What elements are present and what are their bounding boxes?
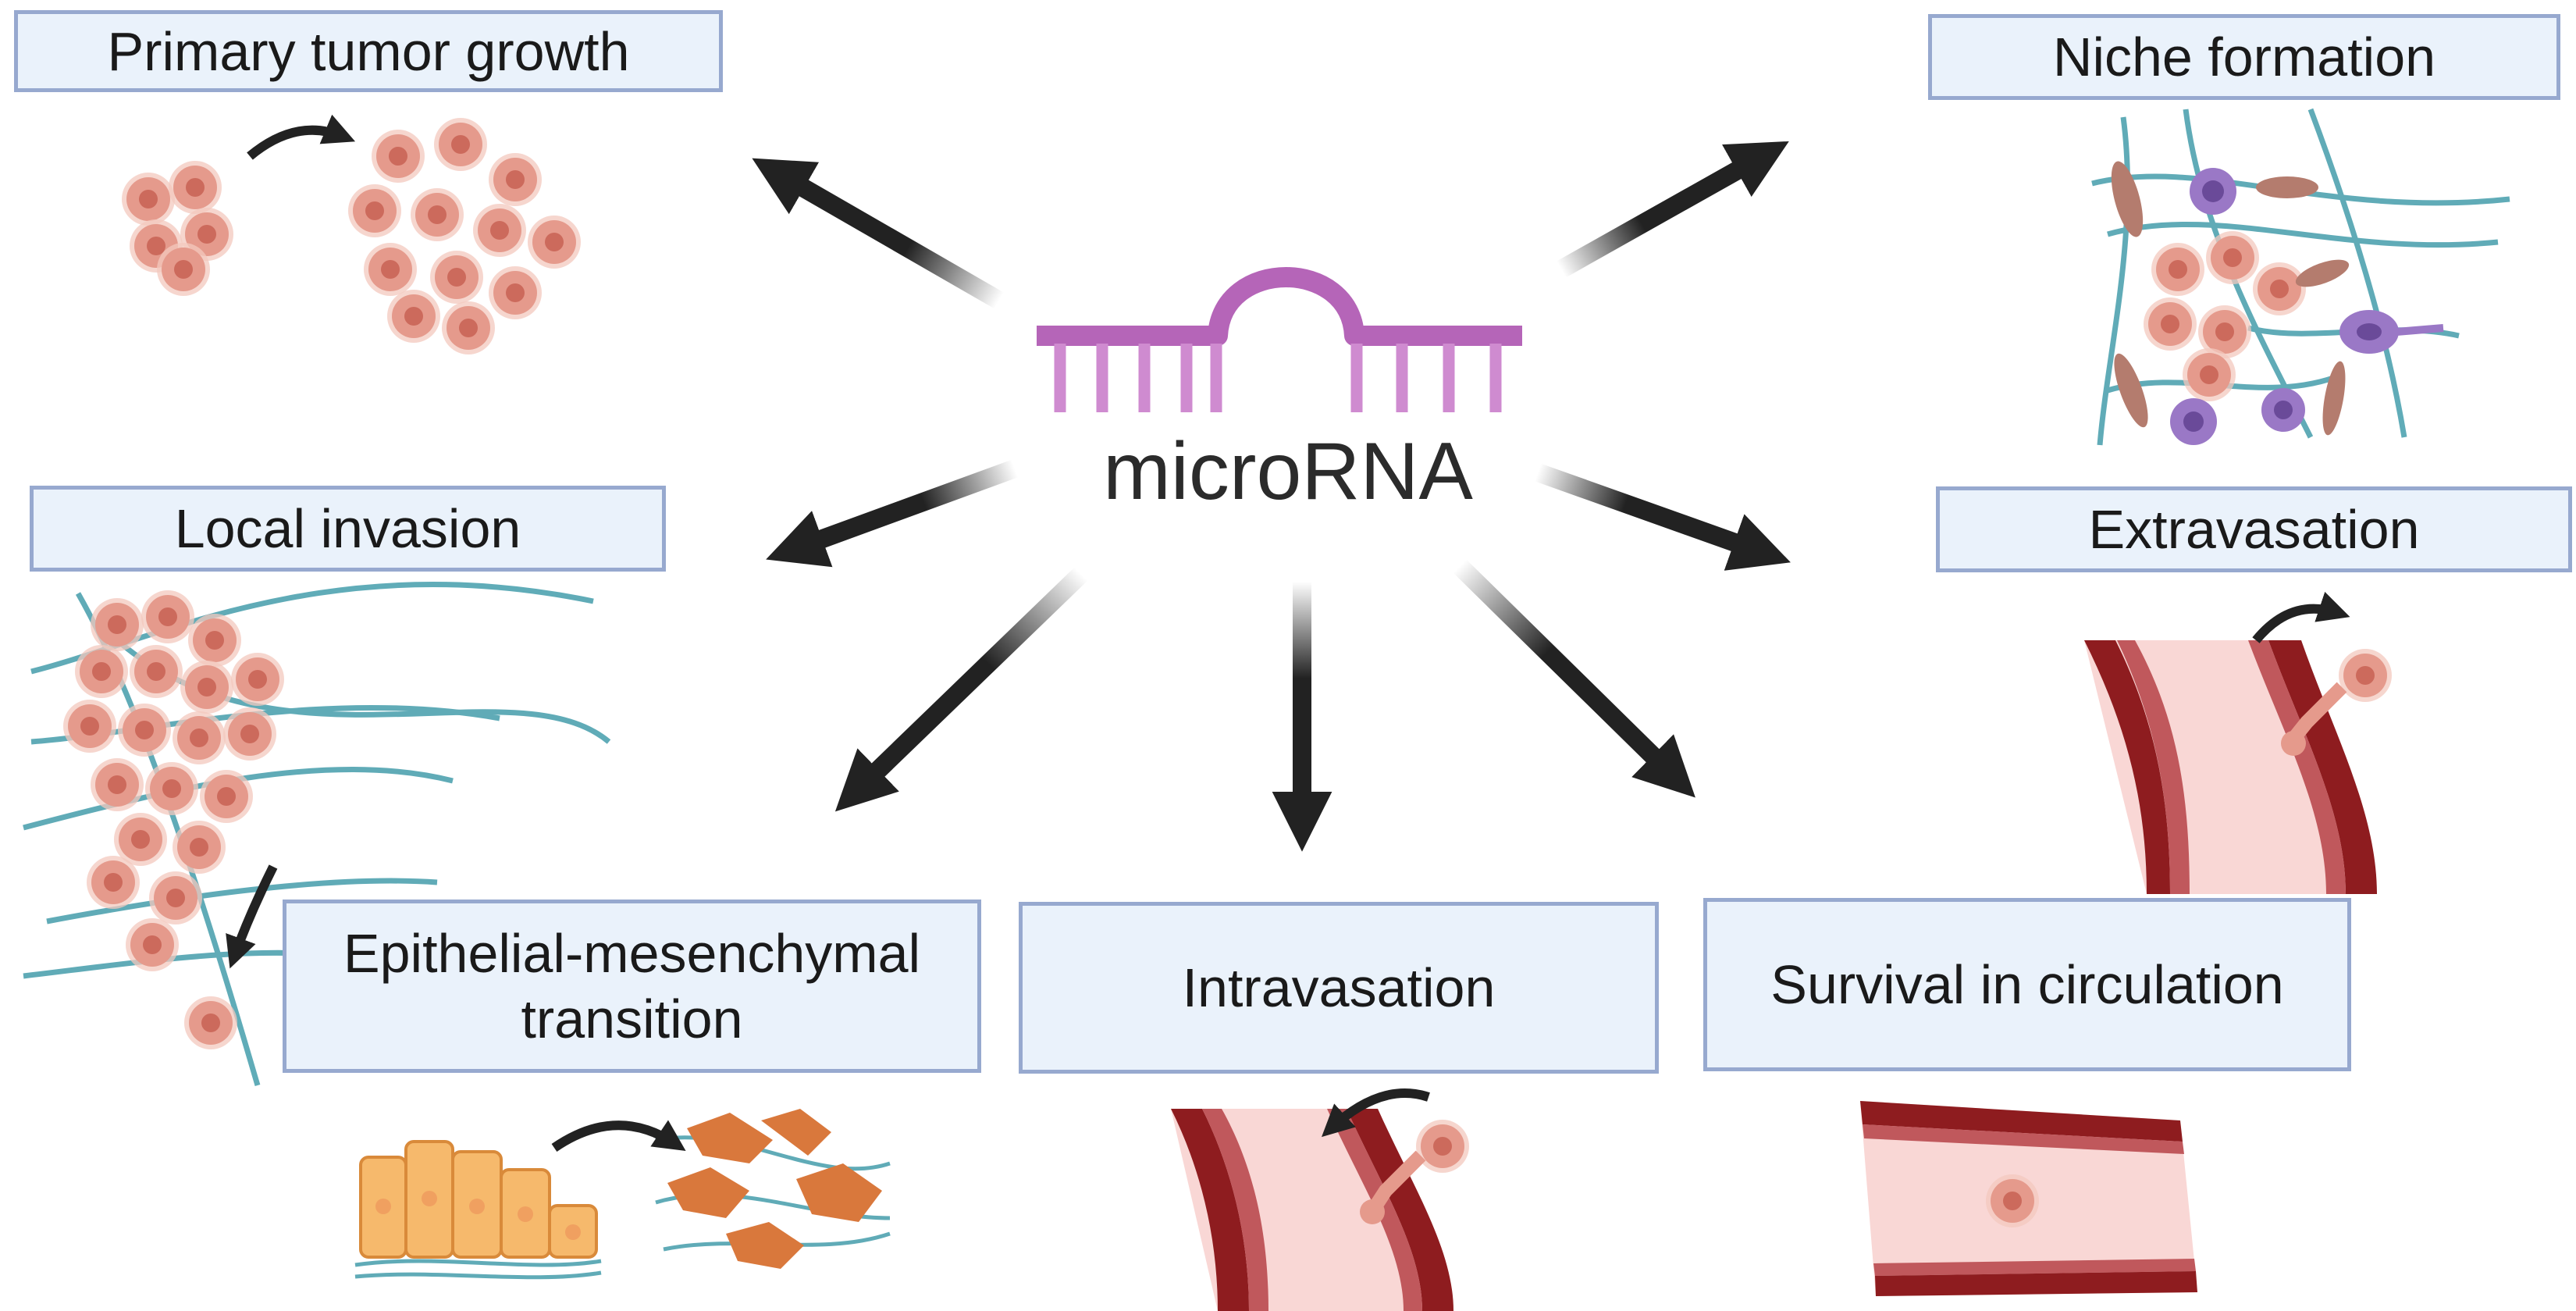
label-primary-tumor-growth: Primary tumor growth: [14, 10, 723, 92]
label-survival-text: Survival in circulation: [1770, 954, 2284, 1015]
arrow-to-niche-formation: [1557, 141, 1789, 278]
niche-formation-illustration: [2091, 108, 2510, 446]
microrna-icon: [1037, 267, 1522, 412]
arrow-to-primary-tumor-growth: [752, 158, 1004, 309]
arrows: [752, 141, 1791, 852]
label-primary-tumor-growth-text: Primary tumor growth: [107, 20, 630, 82]
label-local-invasion: Local invasion: [30, 486, 666, 572]
label-niche-formation: Niche formation: [1928, 14, 2560, 100]
label-extravasation-text: Extravasation: [2088, 499, 2420, 560]
arrow-to-extravasation: [1534, 463, 1791, 571]
primary-tumor-illustration: [122, 114, 581, 354]
label-extravasation: Extravasation: [1936, 486, 2572, 572]
intravasation-illustration: [1171, 1088, 1469, 1311]
arrow-to-survival: [1453, 559, 1695, 798]
label-emt-line1: Epithelial-mesenchymal: [343, 923, 921, 984]
arrow-to-emt: [834, 567, 1088, 812]
survival-illustration: [1860, 1101, 2197, 1296]
label-local-invasion-text: Local invasion: [174, 498, 521, 559]
microrna-label: microRNA: [1103, 426, 1473, 517]
label-niche-formation-text: Niche formation: [2052, 27, 2436, 87]
extravasation-illustration: [2084, 591, 2392, 894]
emt-illustration: [354, 1109, 891, 1280]
label-emt-line2: transition: [521, 989, 743, 1049]
label-intravasation-text: Intravasation: [1182, 957, 1496, 1018]
label-survival-in-circulation: Survival in circulation: [1703, 898, 2351, 1071]
label-emt: Epithelial-mesenchymal transition: [283, 900, 981, 1073]
label-intravasation: Intravasation: [1019, 902, 1659, 1074]
arrow-to-local-invasion: [766, 459, 1019, 568]
